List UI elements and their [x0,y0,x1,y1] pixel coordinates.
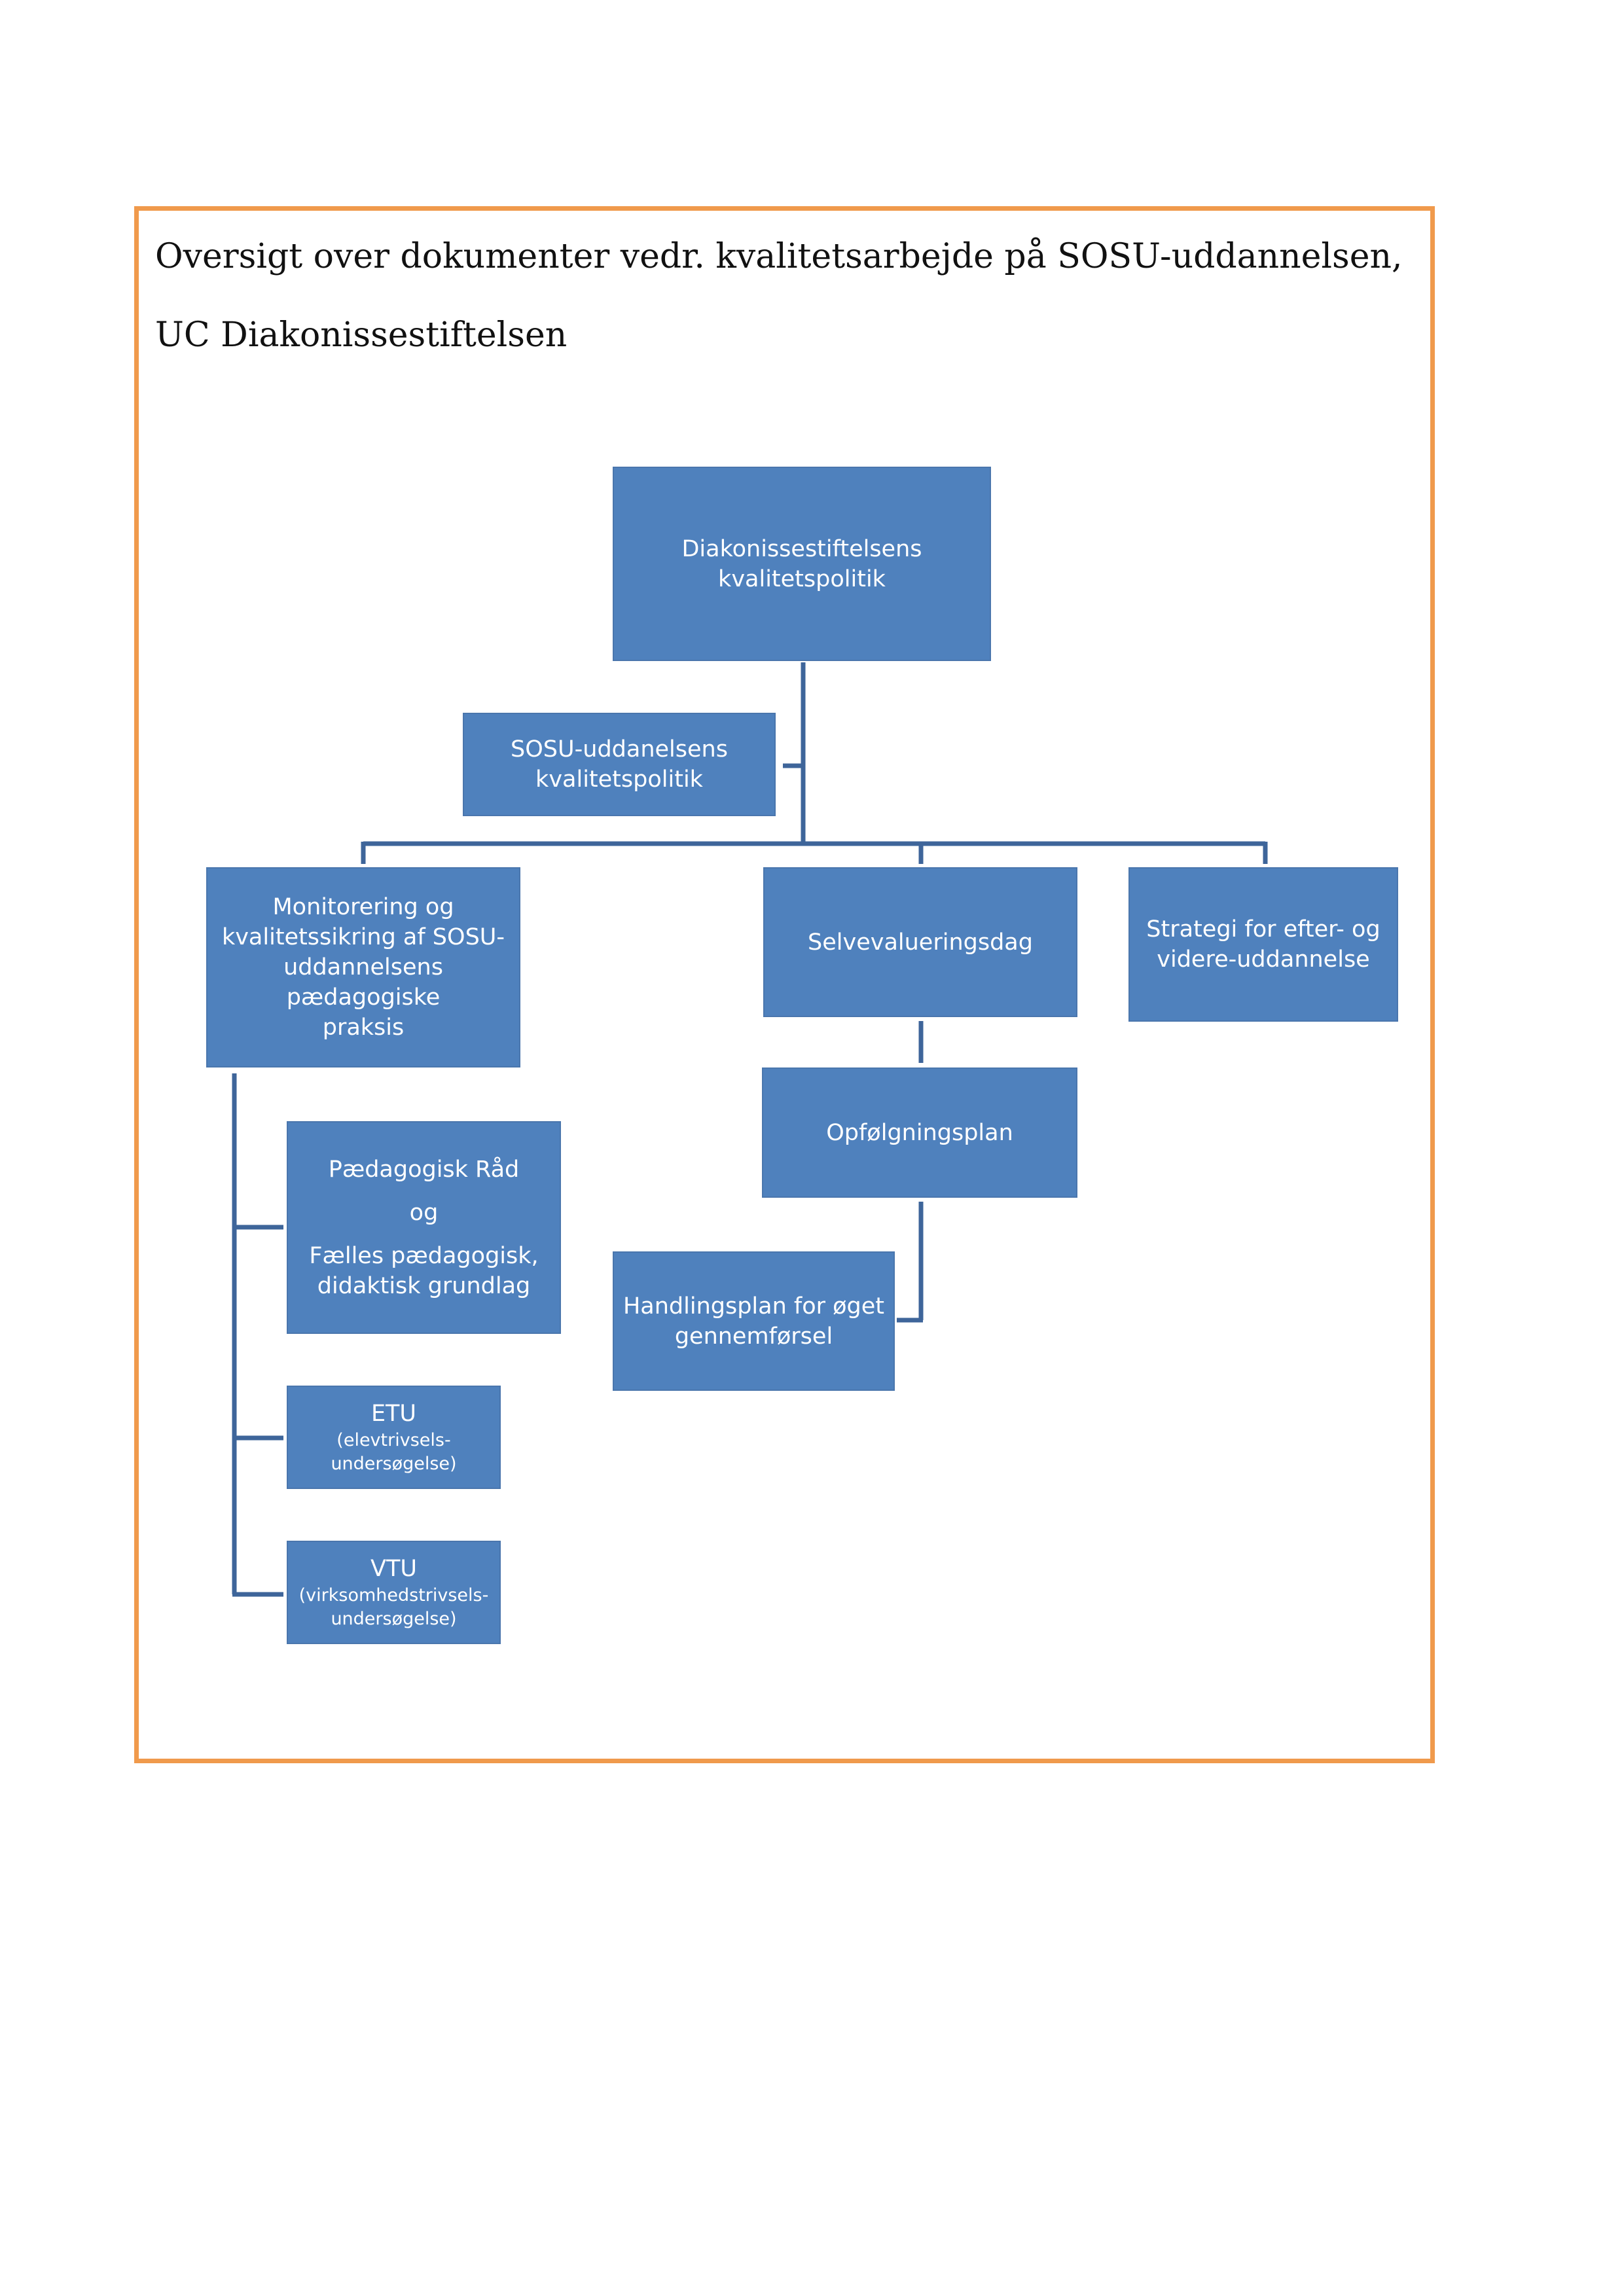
box-text: Fælles pædagogisk, [309,1242,539,1269]
box-text: Pædagogisk Råd [328,1156,520,1183]
box-handlingsplan: Handlingsplan for øget gennemførsel [613,1251,895,1391]
box-text: praksis [322,1014,405,1041]
box-text: VTU [370,1556,417,1582]
document-frame [134,206,1435,1763]
box-text: didaktisk grundlag [317,1272,531,1299]
box-text: Diakonissestiftelsens [681,535,922,562]
box-text: undersøgelse) [331,1454,457,1474]
box-sosu-kvalitetspolitik: SOSU-uddanelsens kvalitetspolitik [463,713,776,816]
box-text: og [409,1199,439,1226]
box-text: undersøgelse) [331,1609,457,1629]
box-text: gennemførsel [674,1323,833,1350]
box-text: Handlingsplan for øget [623,1293,885,1319]
box-text: Strategi for efter- og [1146,916,1380,942]
box-text: kvalitetssikring af SOSU- [221,924,505,950]
box-text: kvalitetspolitik [535,766,703,793]
box-diakonissestiftelsens-kvalitetspolitik: Diakonissestiftelsens kvalitetspolitik [613,467,991,661]
box-text: SOSU-uddanelsens [511,736,728,762]
box-text: Selvevalueringsdag [808,929,1033,956]
page-title-line-1: Oversigt over dokumenter vedr. kvalitets… [155,237,1403,276]
box-text: (virksomhedstrivsels- [298,1585,489,1605]
box-strategi: Strategi for efter- og videre-uddannelse [1128,867,1398,1022]
box-text: kvalitetspolitik [718,565,886,592]
box-etu: ETU (elevtrivsels- undersøgelse) [287,1386,501,1489]
box-paedagogisk-raad: Pædagogisk Råd og Fælles pædagogisk, did… [287,1121,561,1334]
box-text: Opfølgningsplan [826,1119,1013,1146]
box-text: videre-uddannelse [1157,946,1370,973]
box-selvevalueringsdag: Selvevalueringsdag [763,867,1077,1017]
box-text: Monitorering og [272,894,454,920]
box-text: uddannelsens pædagogiske [283,954,443,1011]
page-title-line-2: UC Diakonissestiftelsen [155,315,568,355]
box-vtu: VTU (virksomhedstrivsels- undersøgelse) [287,1541,501,1644]
box-monitorering: Monitorering og kvalitetssikring af SOSU… [206,867,520,1067]
box-text: (elevtrivsels- [336,1430,451,1450]
box-text: ETU [370,1401,417,1427]
box-opfoelgningsplan: Opfølgningsplan [762,1067,1077,1198]
